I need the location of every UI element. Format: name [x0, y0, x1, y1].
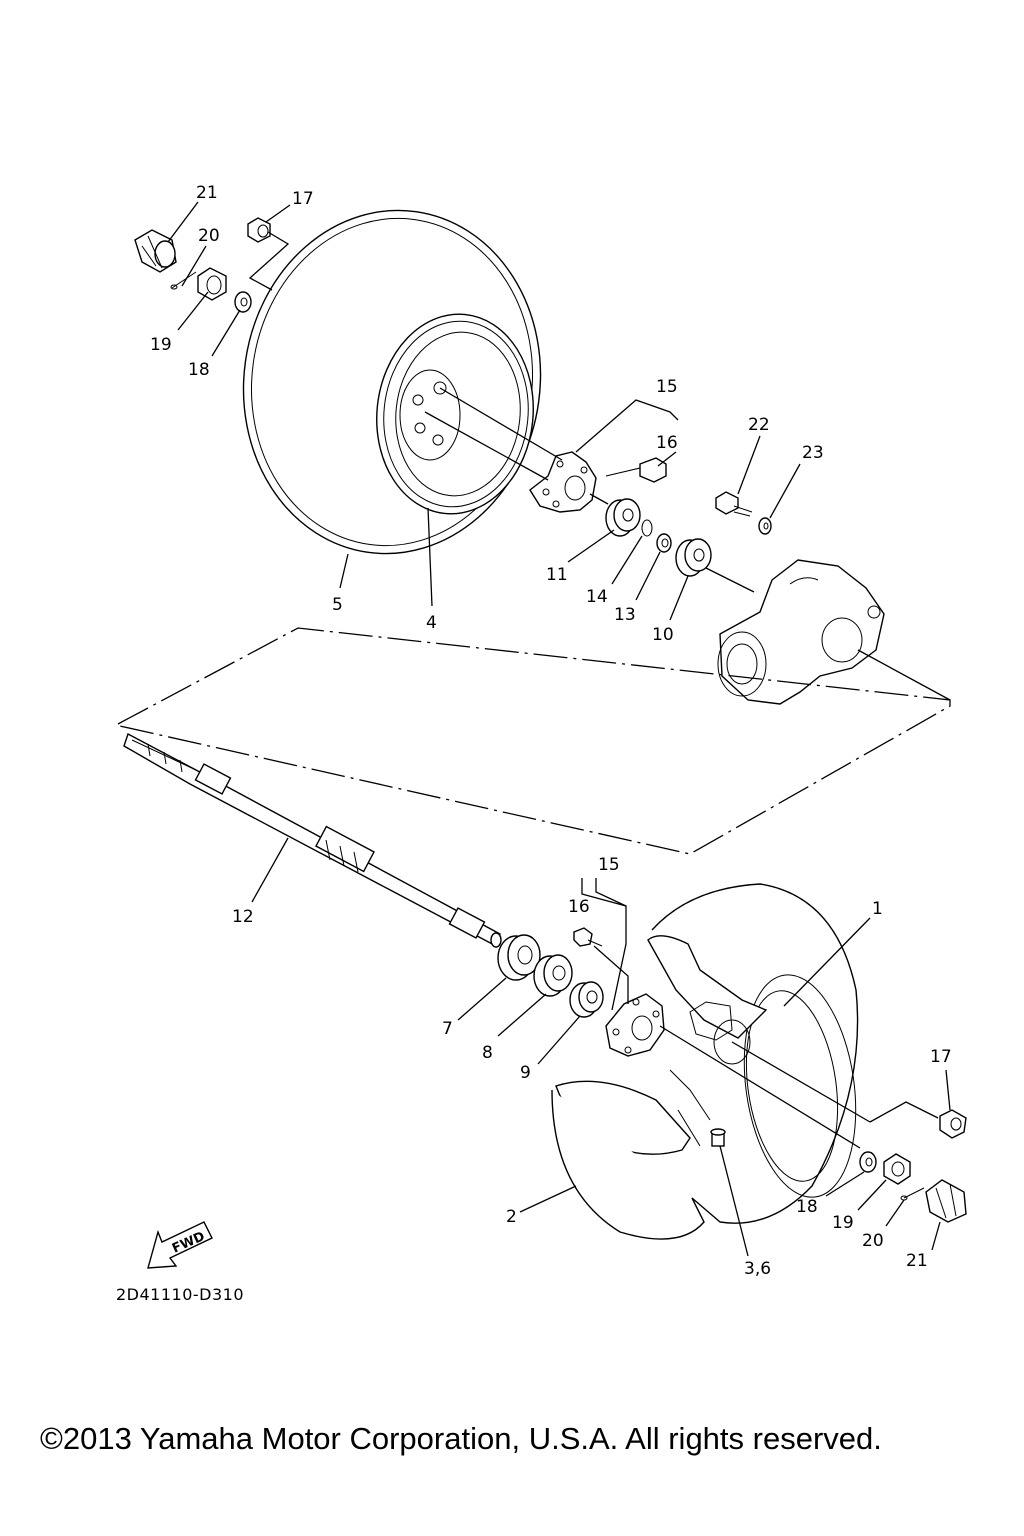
bolt-bottom-16 [573, 927, 603, 947]
callout-16-bottom: 16 [568, 897, 590, 917]
wheel-rim-2 [551, 1069, 711, 1240]
diagram-code: 2D41110-D310 [116, 1285, 244, 1304]
callout-15-top: 15 [656, 377, 678, 397]
cap-bottom-21 [925, 1179, 967, 1223]
callout-18-bottom: 18 [796, 1197, 818, 1217]
cotter-pin-top-20 [170, 271, 197, 290]
tire-bottom [651, 883, 859, 1224]
nut-top-17 [247, 217, 271, 243]
callout-5: 5 [332, 595, 343, 615]
bolt-22 [715, 491, 753, 517]
callout-23: 23 [802, 443, 824, 463]
callout-13: 13 [614, 605, 636, 625]
callout-7: 7 [442, 1019, 453, 1039]
circlip-14 [641, 519, 653, 537]
fwd-arrow-icon: FWD [147, 1221, 213, 1269]
callout-12: 12 [232, 907, 254, 927]
oil-seal-7 [497, 934, 541, 981]
callout-8: 8 [482, 1043, 493, 1063]
callout-21-bottom: 21 [906, 1251, 928, 1271]
callout-1: 1 [872, 899, 883, 919]
callout-15-bottom: 15 [598, 855, 620, 875]
callout-3-6: 3,6 [744, 1259, 771, 1279]
washer-23 [758, 517, 772, 535]
castle-nut-bottom-19 [883, 1153, 911, 1185]
final-drive-housing [717, 559, 885, 705]
callout-19-bottom: 19 [832, 1213, 854, 1233]
axis-lines-top [424, 387, 951, 701]
callout-22: 22 [748, 415, 770, 435]
cotter-pin-bottom-20 [900, 1187, 925, 1201]
callout-17-bottom: 17 [930, 1047, 952, 1067]
nut-bottom-17 [939, 1109, 967, 1139]
axle-shaft-12 [123, 732, 502, 948]
axis-lines-bottom [581, 878, 939, 1149]
washer-bottom-18 [859, 1151, 877, 1173]
valve-3-6 [710, 1128, 726, 1147]
callout-labels: 21 17 20 19 18 5 4 15 16 22 23 11 14 13 … [150, 183, 952, 1279]
copyright-notice: ©2013 Yamaha Motor Corporation, U.S.A. A… [40, 1421, 882, 1456]
oil-seal-9 [569, 981, 604, 1018]
brackets-top [248, 231, 679, 453]
callout-21-top: 21 [196, 183, 218, 203]
callout-9: 9 [520, 1063, 531, 1083]
callout-20-bottom: 20 [862, 1231, 884, 1251]
callout-16-top: 16 [656, 433, 678, 453]
callout-19-top: 19 [150, 335, 172, 355]
callout-2: 2 [506, 1207, 517, 1227]
bolt-top-16 [605, 457, 667, 483]
callout-17-top: 17 [292, 189, 314, 209]
callout-4: 4 [426, 613, 437, 633]
callout-10: 10 [652, 625, 674, 645]
callout-20-top: 20 [198, 226, 220, 246]
hub-top-15 [529, 451, 597, 513]
callout-11: 11 [546, 565, 568, 585]
wheel-rim-1 [647, 935, 768, 1065]
collar-13 [656, 533, 672, 553]
cap-top-21 [134, 229, 177, 273]
castle-nut-top-19 [197, 267, 227, 301]
leader-lines [167, 201, 951, 1257]
washer-top-18 [234, 291, 252, 313]
hub-bottom-15 [605, 993, 665, 1057]
bearing-8 [533, 954, 573, 997]
reference-frame [117, 627, 951, 855]
bearing-top-11 [605, 498, 641, 537]
callout-14: 14 [586, 587, 608, 607]
wheel-rim-top [376, 313, 534, 515]
callout-18-top: 18 [188, 360, 210, 380]
bearing-top-10 [675, 538, 712, 577]
